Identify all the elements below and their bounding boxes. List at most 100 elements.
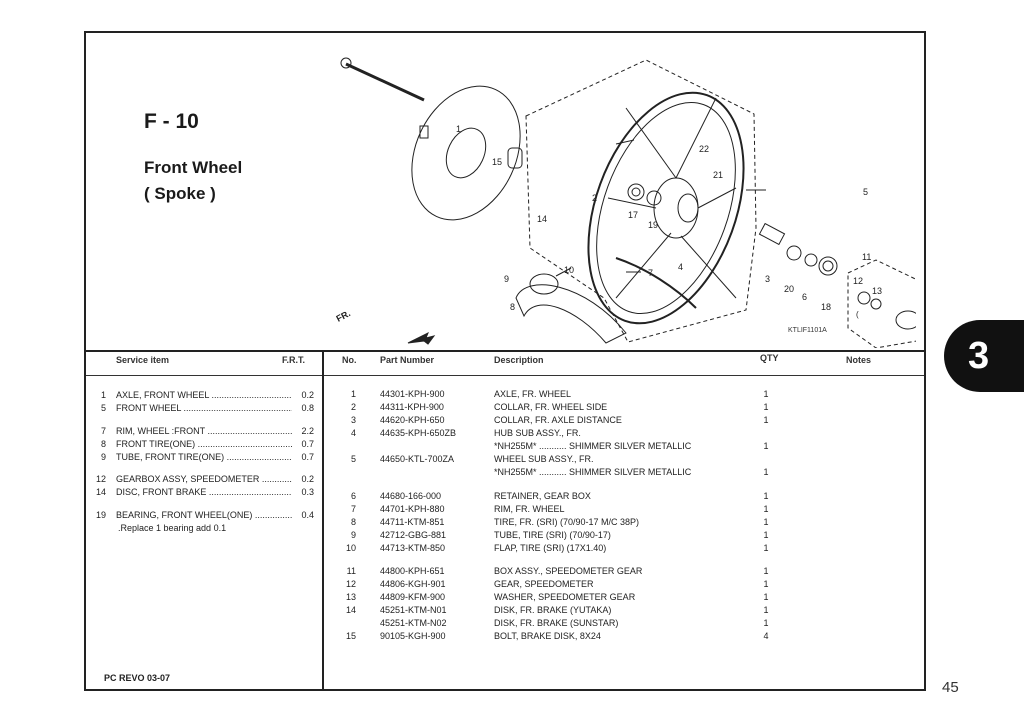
callout-11: 11 <box>862 252 871 262</box>
part-no: 11 <box>346 566 356 576</box>
part-description: WHEEL SUB ASSY., FR. <box>494 454 594 464</box>
diagram-code: KTLIF1101A <box>788 327 827 334</box>
qty-header: QTY <box>760 353 779 363</box>
part-number: 44650-KTL-700ZA <box>380 454 455 464</box>
part-number: 44311-KPH-900 <box>380 402 444 412</box>
catalog-page-frame: F - 10 Front Wheel ( Spoke ) <box>84 31 926 691</box>
part-number: 45251-KTM-N01 <box>380 605 447 615</box>
part-no: 10 <box>345 543 356 553</box>
axle-part <box>345 62 425 102</box>
section-subtitle: Front Wheel ( Spoke ) <box>144 155 242 207</box>
part-qty: 1 <box>763 389 769 399</box>
callout-3: 3 <box>765 274 770 284</box>
part-description: DISK, FR. BRAKE (YUTAKA) <box>494 605 612 615</box>
callout-7: 7 <box>648 268 653 278</box>
callout-22: 22 <box>699 144 709 154</box>
part-number: 44635-KPH-650ZB <box>380 428 457 438</box>
part-description: COLLAR, FR. WHEEL SIDE <box>494 402 608 412</box>
part-no: 4 <box>350 428 356 438</box>
service-row: 1 AXLE, FRONT WHEEL 0.2 <box>86 389 322 402</box>
part-qty: 1 <box>763 441 769 451</box>
service-item-header: Service item <box>116 355 170 365</box>
part-qty: 1 <box>763 543 769 553</box>
service-row-label: FRONT TIRE(ONE) <box>116 438 292 451</box>
part-description: HUB SUB ASSY., FR. <box>494 428 581 438</box>
service-row-frt: 0.2 <box>292 389 314 402</box>
part-description: DISK, FR. BRAKE (SUNSTAR) <box>494 618 619 628</box>
horizontal-divider <box>86 350 924 352</box>
hub-part <box>653 177 699 239</box>
part-no: 2 <box>350 402 356 412</box>
service-row-no: 7 <box>100 426 106 436</box>
wheel-rim-part <box>587 91 745 325</box>
callout-6: 6 <box>802 292 807 302</box>
vertical-divider <box>322 350 324 689</box>
part-qty: 1 <box>763 517 769 527</box>
callout-9: 9 <box>504 274 509 284</box>
part-number-header: Part Number <box>380 355 435 365</box>
part-qty: 1 <box>763 566 769 576</box>
callout-5: 5 <box>863 187 868 197</box>
service-row-frt: 0.3 <box>292 486 314 499</box>
service-row-no: 1 <box>100 390 106 400</box>
part-description: RIM, FR. WHEEL <box>494 504 565 514</box>
no-header: No. <box>342 355 357 365</box>
part-number: 44301-KPH-900 <box>380 389 445 399</box>
part-description: RETAINER, GEAR BOX <box>494 491 591 501</box>
part-number: 90105-KGH-900 <box>380 631 446 641</box>
part-no: 3 <box>350 415 356 425</box>
service-row-frt: 0.4 <box>292 509 314 522</box>
service-row-frt: 0.2 <box>292 473 314 486</box>
callout-18: 18 <box>821 302 831 312</box>
service-row: 12 GEARBOX ASSY, SPEEDOMETER 0.2 <box>86 473 322 486</box>
service-row-no: 8 <box>100 439 106 449</box>
page-number: 45 <box>942 679 959 696</box>
service-row-label: AXLE, FRONT WHEEL <box>116 389 292 402</box>
part-description: TUBE, TIRE (SRI) (70/90-17) <box>494 530 611 540</box>
service-row-no: 9 <box>100 452 106 462</box>
part-no: 1 <box>350 389 356 399</box>
part-description: BOX ASSY., SPEEDOMETER GEAR <box>494 566 643 576</box>
service-row-no: 14 <box>95 487 106 497</box>
callout-10: 10 <box>564 265 574 275</box>
part-qty: 4 <box>763 631 769 641</box>
callout-17: 17 <box>628 210 638 220</box>
part-description: BOLT, BRAKE DISK, 8X24 <box>494 631 601 641</box>
fr-arrow-icon <box>407 331 436 345</box>
brake-disc-part <box>411 85 521 221</box>
part-no: 15 <box>345 631 356 641</box>
service-row-frt: 0.8 <box>292 402 314 415</box>
service-row-label: GEARBOX ASSY, SPEEDOMETER <box>116 473 292 486</box>
service-row: 9 TUBE, FRONT TIRE(ONE) 0.7 <box>86 451 322 464</box>
part-qty: 1 <box>763 579 769 589</box>
parts-row: 2 44311-KPH-900 COLLAR, FR. WHEEL SIDE 1 <box>324 401 924 414</box>
callout-2: 2 <box>592 193 597 203</box>
part-qty: 1 <box>763 467 769 477</box>
notes-header: Notes <box>846 355 872 365</box>
exploded-wheel-diagram: 1 15 14 2 22 21 5 17 19 4 10 7 9 8 3 20 … <box>340 57 916 348</box>
callout-14: 14 <box>537 214 547 224</box>
part-number: 44680-166-000 <box>380 491 442 501</box>
part-qty: 1 <box>763 530 769 540</box>
callout-15: 15 <box>492 157 502 167</box>
part-description: TIRE, FR. (SRI) (70/90-17 M/C 38P) <box>494 517 640 527</box>
service-row: 8 FRONT TIRE(ONE) 0.7 <box>86 438 322 451</box>
part-description: COLLAR, FR. AXLE DISTANCE <box>494 415 622 425</box>
callout-21: 21 <box>713 170 723 180</box>
part-no: 14 <box>345 605 356 615</box>
parts-row: 4 44635-KPH-650ZB HUB SUB ASSY., FR. <box>324 427 924 440</box>
part-description: *NH255M* ........... SHIMMER SILVER META… <box>494 441 692 451</box>
part-qty: 1 <box>763 504 769 514</box>
callout-8: 8 <box>510 302 515 312</box>
callout-4: 4 <box>678 262 683 272</box>
part-qty: 1 <box>763 402 769 412</box>
